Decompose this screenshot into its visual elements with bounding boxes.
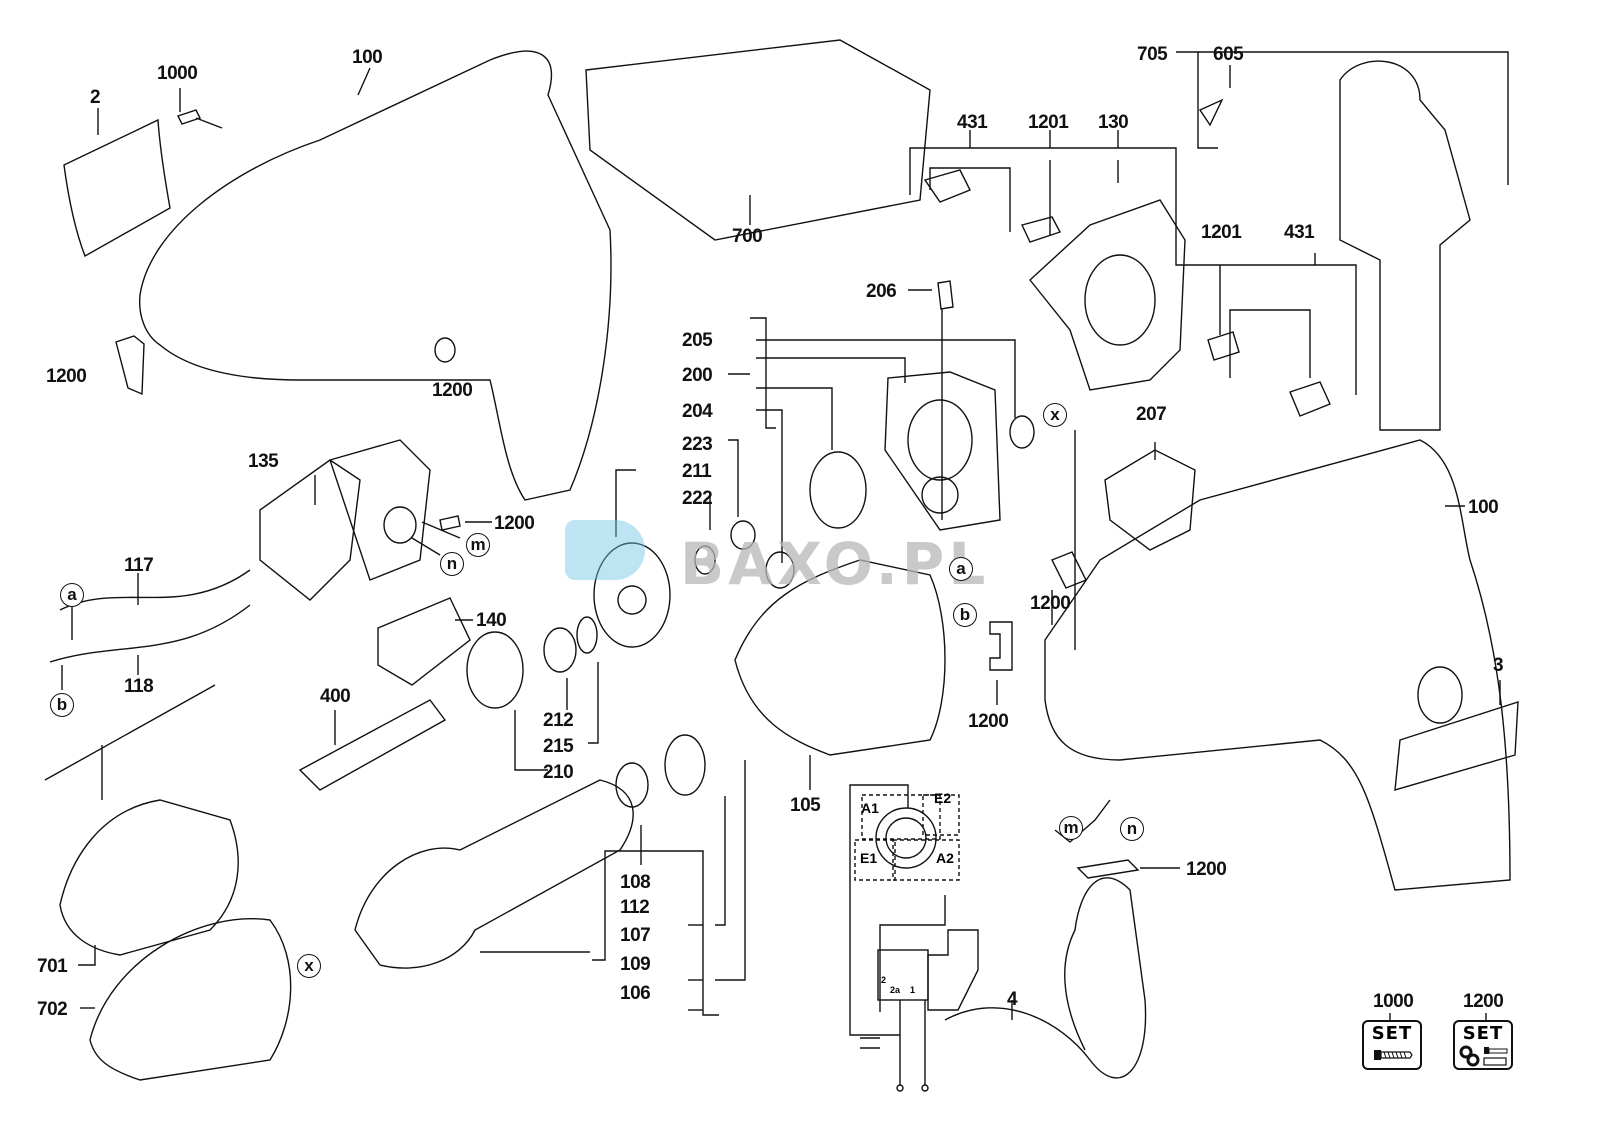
part-label-212: 212 [543,710,574,731]
part-label-108: 108 [620,872,651,893]
set-badge-1200: SET [1453,1020,1513,1070]
set-badge-1200-text: SET [1462,1023,1504,1044]
part-label-605: 605 [1213,44,1244,65]
part-label-207: 207 [1136,404,1167,425]
part-label-4: 4 [1007,989,1018,1010]
part-label-100-top: 100 [352,47,383,68]
wiring-label-e2: E2 [934,790,952,806]
part-label-400: 400 [320,686,351,707]
connector-m-cable: m [1059,816,1083,840]
connector-a-field: a [949,557,973,581]
part-label-701: 701 [37,956,68,977]
part-label-1200-clip-right: 1200 [968,711,1009,732]
part-label-702: 702 [37,999,68,1020]
wiring-terminal-2a: 2a [890,985,901,995]
part-label-1000: 1000 [157,63,198,84]
part-label-431-left: 431 [957,112,988,133]
part-label-431-right: 431 [1284,222,1315,243]
part-label-1201-left: 1201 [1028,112,1069,133]
wiring-label-e1: E1 [860,850,878,866]
part-label-223: 223 [682,434,713,455]
part-label-211: 211 [682,461,712,482]
part-label-100-right: 100 [1468,497,1499,518]
part-label-200: 200 [682,365,713,386]
part-label-135: 135 [248,451,279,472]
part-label-118: 118 [124,676,154,697]
part-label-106: 106 [620,983,651,1004]
set-badge-1000-text: SET [1371,1023,1413,1044]
wiring-label-a2: A2 [936,850,954,866]
part-label-3: 3 [1493,655,1504,676]
wiring-terminal-1: 1 [910,985,916,995]
part-label-1200-cable: 1200 [1186,859,1227,880]
part-label-109: 109 [620,954,651,975]
wiring-label-a1: A1 [861,800,879,816]
part-label-107: 107 [620,925,651,946]
set-badge-1000-number: 1000 [1373,991,1414,1012]
part-label-1200-pin-left: 1200 [432,380,473,401]
part-label-222: 222 [682,488,713,509]
connector-b-field: b [953,603,977,627]
part-label-1200-switch: 1200 [494,513,535,534]
part-label-215: 215 [543,736,574,757]
part-label-130: 130 [1098,112,1129,133]
part-label-140: 140 [476,610,507,631]
connector-n-switch: n [440,552,464,576]
part-label-1200-clip-left: 1200 [46,366,87,387]
part-label-117: 117 [124,555,154,576]
set-badge-1000: SET [1362,1020,1422,1070]
part-label-210: 210 [543,762,574,783]
small-parts-icon [1459,1045,1508,1067]
part-label-205: 205 [682,330,713,351]
part-label-705: 705 [1137,44,1168,65]
part-label-105: 105 [790,795,821,816]
watermark: BAXO.PL [680,530,990,598]
connector-m-switch: m [466,533,490,557]
part-label-1201-right: 1201 [1201,222,1242,243]
part-label-700: 700 [732,226,763,247]
connector-b-cable: b [50,693,74,717]
part-label-1200-pin-right: 1200 [1030,593,1071,614]
part-label-204: 204 [682,401,713,422]
part-label-206: 206 [866,281,897,302]
screw-icon [1374,1050,1413,1060]
wiring-terminal-2: 2 [881,975,887,985]
part-label-2: 2 [90,87,101,108]
connector-a-cable: a [60,583,84,607]
connector-x-fan: x [1043,403,1067,427]
set-badge-1200-number: 1200 [1463,991,1504,1012]
connector-n-cable: n [1120,817,1144,841]
part-label-112: 112 [620,897,650,918]
watermark-logo [565,520,645,580]
connector-x-armature: x [297,954,321,978]
